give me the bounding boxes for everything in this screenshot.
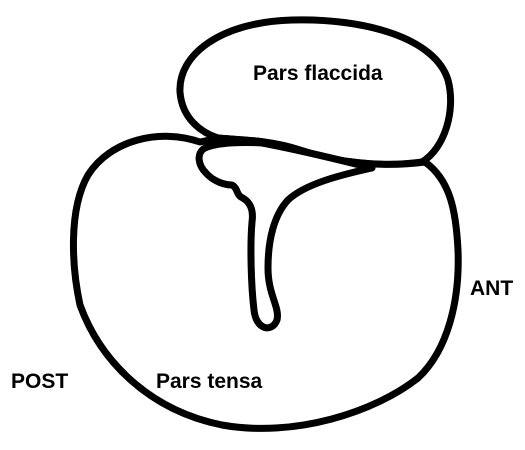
pars-tensa-label: Pars tensa xyxy=(156,370,263,393)
pars-flaccida-label: Pars flaccida xyxy=(253,62,383,85)
post-label: POST xyxy=(11,370,68,393)
ant-label: ANT xyxy=(470,277,513,300)
